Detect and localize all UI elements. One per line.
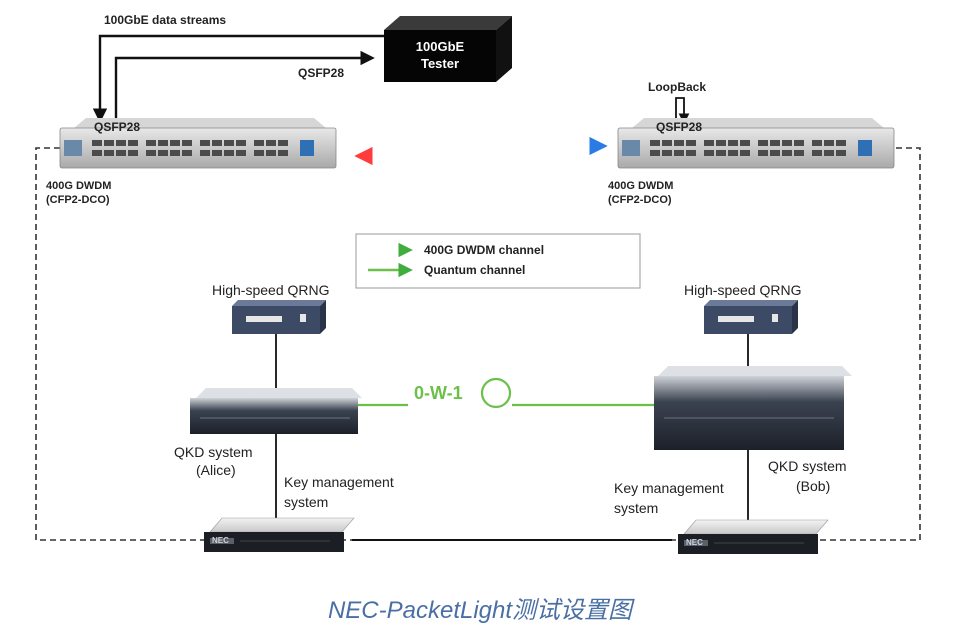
dwdm-right-label-2: (CFP2-DCO) xyxy=(608,194,672,206)
tester-cube xyxy=(384,16,512,82)
qrng-left-label: High-speed QRNG xyxy=(212,282,330,298)
legend-quantum-label: Quantum channel xyxy=(424,263,526,277)
fiber-spool-icon xyxy=(480,377,512,409)
switch-right xyxy=(617,118,895,169)
stream-line-inner xyxy=(114,50,375,122)
legend-dwdm-label: 400G DWDM channel xyxy=(424,243,545,257)
dwdm-left-label-2: (CFP2-DCO) xyxy=(46,194,110,206)
kms-right-label-2: system xyxy=(614,500,659,516)
server-right-brand: NEC xyxy=(686,538,703,547)
qsfp-left-label: QSFP28 xyxy=(94,120,141,134)
qsfp-tester-label: QSFP28 xyxy=(298,66,345,80)
quantum-link-label: 0-W-1 xyxy=(414,383,463,403)
tester-label-1: 100GbE xyxy=(415,39,465,54)
qkd-alice-label-1: QKD system xyxy=(174,444,253,460)
loopback-line xyxy=(675,97,690,126)
switch-left xyxy=(59,118,337,169)
loopback-label: LoopBack xyxy=(648,80,707,94)
management-loop-dashed xyxy=(35,147,921,541)
tester-label-2: Tester xyxy=(420,56,460,71)
kms-right-label-1: Key management xyxy=(614,480,724,496)
qkd-alice-device xyxy=(190,388,362,434)
qkd-bob-device xyxy=(654,366,852,450)
dwdm-right-label-1: 400G DWDM xyxy=(608,180,674,192)
kms-server-left xyxy=(204,517,355,552)
qrng-right-label: High-speed QRNG xyxy=(684,282,802,298)
qkd-bob-label-1: QKD system xyxy=(768,458,847,474)
kms-server-right xyxy=(678,519,829,554)
qkd-bob-label-2: (Bob) xyxy=(796,478,831,494)
figure-caption: NEC-PacketLight测试设置图 xyxy=(327,597,633,624)
qrng-left xyxy=(232,300,326,334)
dwdm-left-label-1: 400G DWDM xyxy=(46,180,112,192)
kms-left-label-1: Key management xyxy=(284,474,394,490)
legend-box xyxy=(355,233,641,289)
qkd-alice-label-2: (Alice) xyxy=(196,462,236,478)
qrng-right xyxy=(704,300,798,334)
streams-label: 100GbE data streams xyxy=(104,13,227,27)
stream-line-outer xyxy=(92,34,384,123)
server-left-brand: NEC xyxy=(212,536,229,545)
kms-left-label-2: system xyxy=(284,494,329,510)
qsfp-right-label: QSFP28 xyxy=(656,120,703,134)
